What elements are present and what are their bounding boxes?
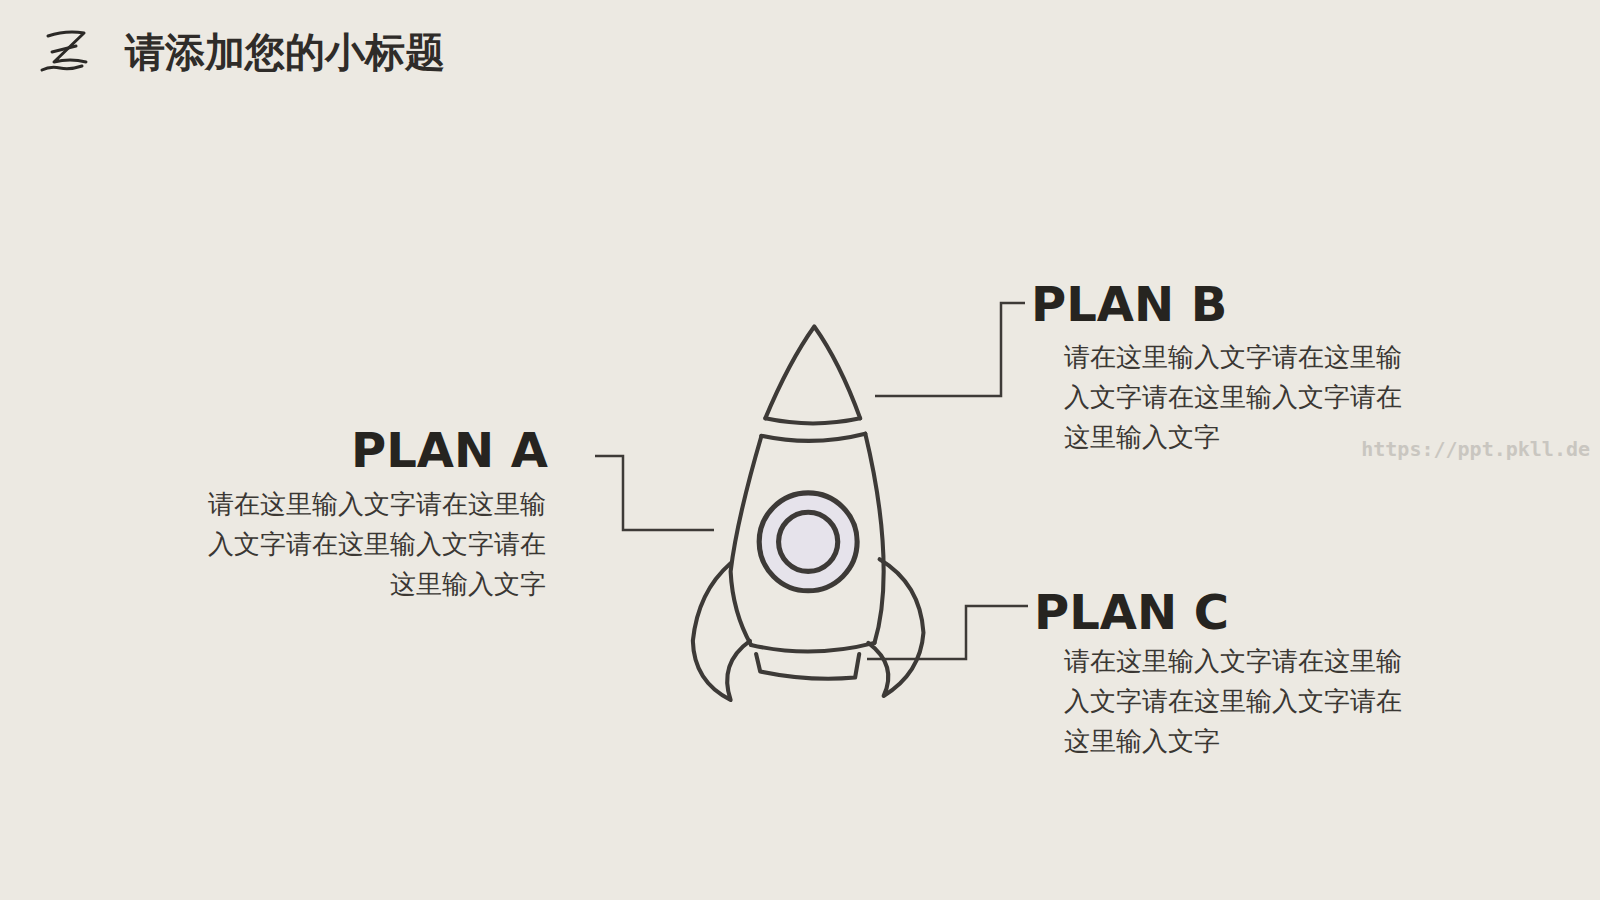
rocket-base: [751, 643, 874, 652]
rocket-body: [731, 437, 762, 645]
title-logo: [42, 32, 86, 70]
rocket-nozzle: [756, 654, 859, 679]
plan-heading: PLAN A: [148, 421, 548, 479]
logo-stroke: [52, 46, 76, 52]
rocket-fin: [868, 559, 923, 696]
slide-title: 请添加您的小标题: [125, 28, 445, 76]
rocket-body: [865, 434, 883, 643]
logo-stroke: [48, 32, 86, 62]
plan-body: 请在这里输入文字请在这里输入文字请在这里输入文字请在这里输入文字: [194, 484, 546, 604]
rocket-fin: [693, 563, 750, 700]
plan-heading: PLAN C: [1034, 583, 1434, 641]
logo-stroke: [42, 66, 82, 70]
rocket-band: [761, 434, 865, 441]
plan-heading: PLAN B: [1031, 275, 1431, 333]
rocket: [693, 327, 924, 700]
rocket-band: [765, 418, 860, 423]
leader-lines: [595, 303, 1028, 659]
leader-line: [595, 456, 714, 530]
rocket-window: [759, 493, 857, 591]
leader-line: [875, 303, 1025, 396]
leader-line: [867, 606, 1028, 659]
rocket-nose: [765, 327, 860, 419]
watermark: https://ppt.pkll.de: [1330, 437, 1590, 461]
plan-body: 请在这里输入文字请在这里输入文字请在这里输入文字请在这里输入文字: [1064, 641, 1416, 761]
rocket-window-inner: [779, 512, 838, 571]
